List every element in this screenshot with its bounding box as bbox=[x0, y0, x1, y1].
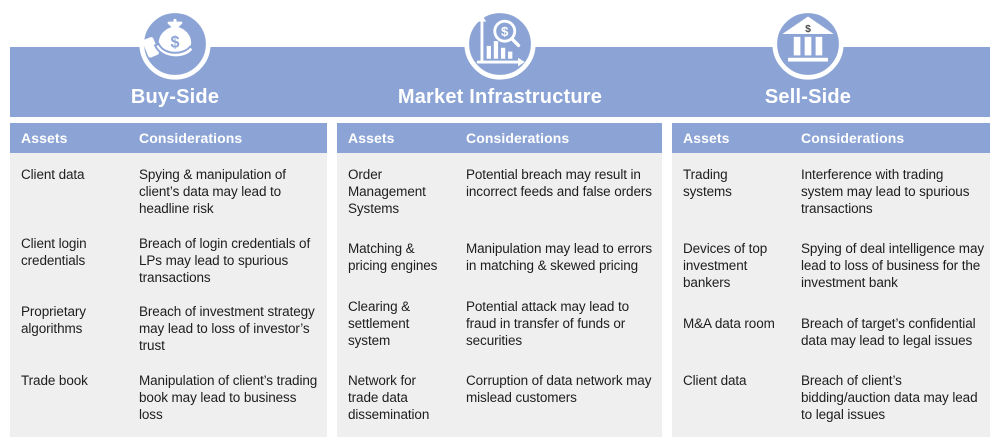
buy-side-table: Assets Considerations Client data Spying… bbox=[10, 123, 327, 437]
consideration-cell: Breach of target’s confidential data may… bbox=[801, 315, 976, 348]
asset-cell: Network for trade data dissemination bbox=[348, 372, 430, 422]
table-row: Client login credentials Breach of login… bbox=[10, 235, 327, 286]
asset-cell: Devices of top investment bankers bbox=[683, 241, 768, 291]
table-header-assets: Assets bbox=[683, 130, 730, 146]
table-body: Order Management Systems Potential breac… bbox=[337, 153, 662, 437]
market-infrastructure-header-group: $ Market Infrastructure bbox=[380, 6, 620, 109]
table-row: Devices of top investment bankers Spying… bbox=[672, 240, 990, 291]
consideration-cell: Spying of deal intelligence may lead to … bbox=[801, 241, 985, 291]
svg-text:$: $ bbox=[501, 24, 509, 39]
sell-side-table: Assets Considerations Trading systems In… bbox=[672, 123, 990, 437]
consideration-cell: Manipulation may lead to errors in match… bbox=[466, 241, 652, 274]
table-row: Clearing & settlement system Potential a… bbox=[337, 298, 662, 349]
column-title-buy-side: Buy-Side bbox=[130, 86, 220, 108]
table-row: Proprietary algorithms Breach of investm… bbox=[10, 303, 327, 354]
consideration-cell: Interference with trading system may lea… bbox=[801, 167, 970, 216]
table-header-considerations: Considerations bbox=[139, 130, 243, 146]
consideration-cell: Breach of client’s bidding/auction data … bbox=[801, 372, 978, 422]
asset-cell: Proprietary algorithms bbox=[21, 304, 86, 337]
table-header-considerations: Considerations bbox=[801, 130, 905, 146]
asset-cell: Matching & pricing engines bbox=[348, 241, 438, 274]
bank-icon: $ bbox=[772, 8, 844, 80]
asset-cell: M&A data room bbox=[683, 315, 775, 331]
sell-side-header-group: $ Sell-Side bbox=[688, 6, 928, 109]
consideration-cell: Manipulation of client’s trading book ma… bbox=[139, 372, 318, 422]
column-title-sell-side: Sell-Side bbox=[764, 86, 852, 108]
table-header-assets: Assets bbox=[348, 130, 395, 146]
svg-text:$: $ bbox=[171, 33, 180, 51]
svg-text:$: $ bbox=[805, 24, 811, 35]
table-row: Matching & pricing engines Manipulation … bbox=[337, 240, 662, 274]
table-header-row: Assets Considerations bbox=[672, 123, 990, 153]
table-row: Trading systems Interference with tradin… bbox=[672, 166, 990, 217]
table-row: Order Management Systems Potential breac… bbox=[337, 166, 662, 217]
asset-cell: Trading systems bbox=[683, 167, 732, 199]
asset-cell: Client login credentials bbox=[21, 235, 87, 268]
chart-magnifier-icon: $ bbox=[464, 8, 536, 80]
column-title-market-infrastructure: Market Infrastructure bbox=[397, 86, 603, 108]
table-header-row: Assets Considerations bbox=[337, 123, 662, 153]
table-body: Client data Spying & manipulation of cli… bbox=[10, 153, 327, 437]
table-row: Client data Breach of client’s bidding/a… bbox=[672, 372, 990, 423]
asset-cell: Client data bbox=[21, 167, 85, 182]
consideration-cell: Breach of investment strategy may lead t… bbox=[139, 304, 315, 354]
table-row: Client data Spying & manipulation of cli… bbox=[10, 166, 327, 217]
consideration-cell: Corruption of data network may mislead c… bbox=[466, 372, 652, 405]
asset-cell: Trade book bbox=[21, 372, 88, 388]
asset-cell: Client data bbox=[683, 372, 747, 388]
consideration-cell: Spying & manipulation of client’s data m… bbox=[139, 167, 286, 216]
consideration-cell: Potential attack may lead to fraud in tr… bbox=[466, 298, 630, 348]
table-row: Trade book Manipulation of client’s trad… bbox=[10, 372, 327, 423]
market-infrastructure-table: Assets Considerations Order Management S… bbox=[337, 123, 662, 437]
consideration-cell: Potential breach may result in incorrect… bbox=[466, 167, 652, 199]
table-body: Trading systems Interference with tradin… bbox=[672, 153, 990, 437]
table-header-considerations: Considerations bbox=[466, 130, 570, 146]
table-header-assets: Assets bbox=[21, 130, 68, 146]
asset-cell: Clearing & settlement system bbox=[348, 298, 411, 348]
hand-money-bag-icon: $ bbox=[139, 8, 211, 80]
table-header-row: Assets Considerations bbox=[10, 123, 327, 153]
table-row: Network for trade data dissemination Cor… bbox=[337, 372, 662, 423]
buy-side-header-group: $ Buy-Side bbox=[55, 6, 295, 109]
asset-cell: Order Management Systems bbox=[348, 167, 426, 216]
table-row: M&A data room Breach of target’s confide… bbox=[672, 315, 990, 349]
consideration-cell: Breach of login credentials of LPs may l… bbox=[139, 235, 311, 285]
